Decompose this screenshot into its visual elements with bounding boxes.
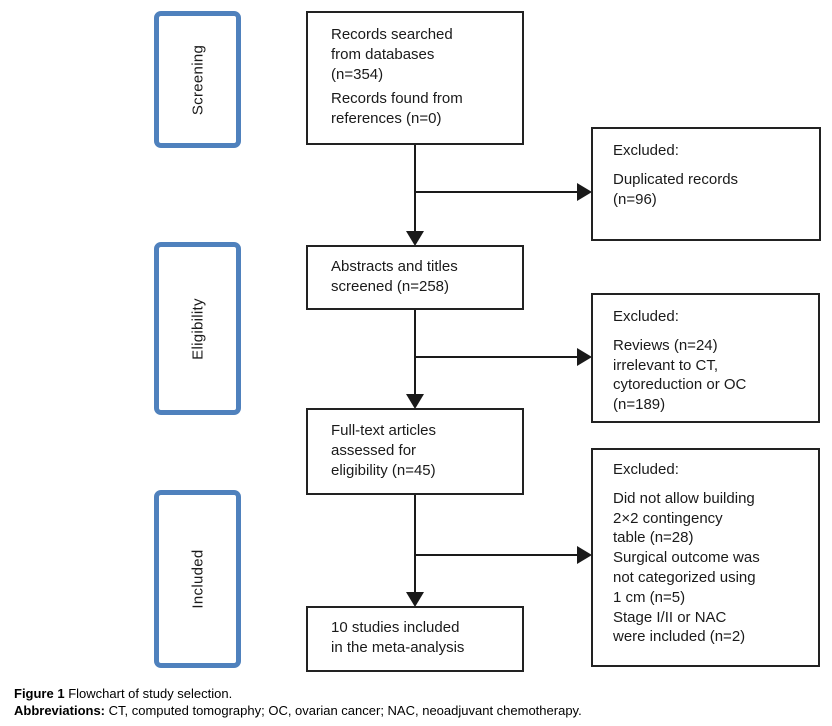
arrow-abstracts-to-fulltext (406, 310, 424, 409)
figure-caption-line: Figure 1 Flowchart of study selection. (14, 685, 582, 702)
excluded-reviews-title: Excluded: (613, 308, 679, 325)
flow-box-studies-included: 10 studies included in the meta-analysis (306, 606, 524, 672)
stage-label-eligibility: Eligibility (189, 297, 206, 360)
arrow-to-excluded-duplicates (415, 183, 592, 201)
figure-caption: Figure 1 Flowchart of study selection. A… (14, 685, 582, 719)
arrow-to-excluded-reviews (415, 348, 592, 366)
studies-included-text: 10 studies included in the meta-analysis (331, 619, 465, 656)
excluded-box-reviews: Excluded: Reviews (n=24) irrelevant to C… (591, 293, 820, 423)
figure-caption-text: Flowchart of study selection. (68, 686, 233, 701)
flow-box-abstracts-screened: Abstracts and titles screened (n=258) (306, 245, 524, 310)
records-searched-text: Records searched from databases (n=354) (331, 26, 453, 83)
excluded-box-duplicates: Excluded: Duplicated records (n=96) (591, 127, 821, 241)
flow-box-records-searched: Records searched from databases (n=354) … (306, 11, 524, 145)
stage-box-included: Included (154, 490, 241, 668)
stage-label-screening: Screening (189, 44, 206, 115)
stage-label-included: Included (189, 549, 206, 609)
arrow-records-to-abstracts (406, 145, 424, 246)
abbreviations-text: CT, computed tomography; OC, ovarian can… (108, 703, 582, 718)
figure-label: Figure 1 (14, 686, 65, 701)
abbreviations-line: Abbreviations: CT, computed tomography; … (14, 702, 582, 719)
excluded-fulltext-title: Excluded: (613, 461, 679, 478)
stage-box-screening: Screening (154, 11, 241, 148)
excluded-box-fulltext-reasons: Excluded: Did not allow building 2×2 con… (591, 448, 820, 667)
flow-box-fulltext-assessed: Full-text articles assessed for eligibil… (306, 408, 524, 495)
excluded-duplicates-title: Excluded: (613, 142, 679, 159)
excluded-duplicates-body: Duplicated records (n=96) (613, 170, 739, 208)
fulltext-assessed-text: Full-text articles assessed for eligibil… (331, 422, 437, 479)
excluded-fulltext-body: Did not allow building 2×2 contingency t… (613, 489, 760, 646)
stage-box-eligibility: Eligibility (154, 242, 241, 415)
abstracts-screened-text: Abstracts and titles screened (n=258) (331, 258, 458, 295)
excluded-reviews-body: Reviews (n=24) irrelevant to CT, cytored… (613, 336, 747, 414)
arrow-to-excluded-fulltext-reasons (415, 546, 592, 564)
records-references-text: Records found from references (n=0) (331, 90, 463, 128)
abbreviations-label: Abbreviations: (14, 703, 106, 718)
arrow-fulltext-to-included (406, 495, 424, 607)
